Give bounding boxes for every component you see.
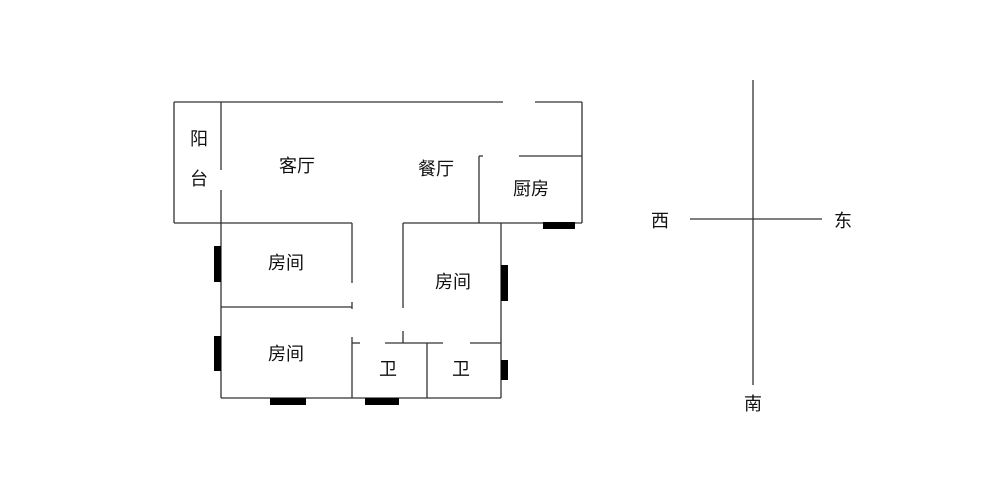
label-balcony-2: 台	[190, 169, 208, 190]
window-bedroom2-south	[270, 398, 306, 405]
window-bedroom2-west	[214, 336, 221, 371]
label-kitchen: 厨房	[513, 179, 549, 200]
window-bath1	[365, 398, 399, 405]
compass-east: 东	[834, 211, 852, 232]
window-bath2	[501, 360, 508, 380]
window-bedroom1	[214, 246, 221, 282]
label-bedroom-2: 房间	[268, 344, 304, 365]
compass-south: 南	[744, 394, 762, 415]
label-bedroom-3: 房间	[435, 272, 471, 293]
compass: 西 东 南	[651, 80, 852, 415]
label-dining-room: 餐厅	[418, 159, 454, 180]
label-bathroom-2: 卫	[452, 359, 470, 380]
walls	[173, 101, 583, 399]
label-balcony-1: 阳	[190, 129, 208, 150]
compass-west: 西	[651, 211, 669, 232]
label-living-room: 客厅	[279, 156, 315, 177]
window-kitchen	[543, 222, 575, 229]
room-labels: 阳 台 客厅 餐厅 厨房 房间 房间 房间 卫 卫	[190, 129, 549, 380]
window-bedroom3	[501, 265, 508, 301]
label-bedroom-1: 房间	[268, 253, 304, 274]
label-bathroom-1: 卫	[379, 359, 397, 380]
windows	[214, 222, 575, 405]
